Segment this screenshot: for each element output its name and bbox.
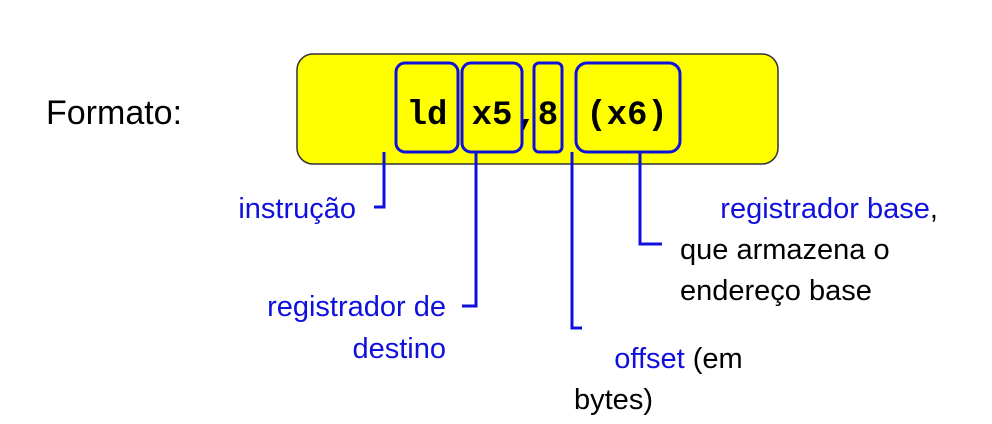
base-connector <box>638 152 662 246</box>
base-term: registrador base <box>720 193 930 225</box>
offset-token: 8 <box>538 97 558 135</box>
offset-rest: (em <box>685 343 743 375</box>
mnemonic-highlight <box>394 61 460 154</box>
annotation-offset-line2: bytes) <box>574 384 653 416</box>
annotation-base-line1: registrador base, <box>680 193 962 225</box>
dest-register-highlight <box>460 61 524 154</box>
base-register-highlight <box>574 61 682 154</box>
highlight-boxes <box>394 61 682 154</box>
connector-lines <box>374 152 662 330</box>
format-label: Formato: <box>46 94 182 132</box>
base-comma: , <box>930 193 938 225</box>
annotation-base-line3: endereço base <box>680 275 872 307</box>
offset-term: offset <box>614 343 684 375</box>
dest-connector <box>462 152 478 308</box>
annotation-offset-line1: offset (em <box>574 343 767 375</box>
annotation-dest-line2: destino <box>352 333 446 365</box>
offset-highlight <box>532 61 564 154</box>
annotation-dest-line1: registrador de <box>267 291 446 323</box>
offset-connector <box>570 152 582 330</box>
dest-register-token: x5 <box>472 97 513 135</box>
annotation-base-line2: que armazena o <box>680 234 890 266</box>
base-register-token: (x6) <box>586 97 668 135</box>
mnemonic-token: ld <box>407 97 448 135</box>
instruction-box <box>296 53 779 165</box>
instrucao-connector <box>374 152 386 209</box>
annotation-instrucao: instrução <box>238 193 356 225</box>
